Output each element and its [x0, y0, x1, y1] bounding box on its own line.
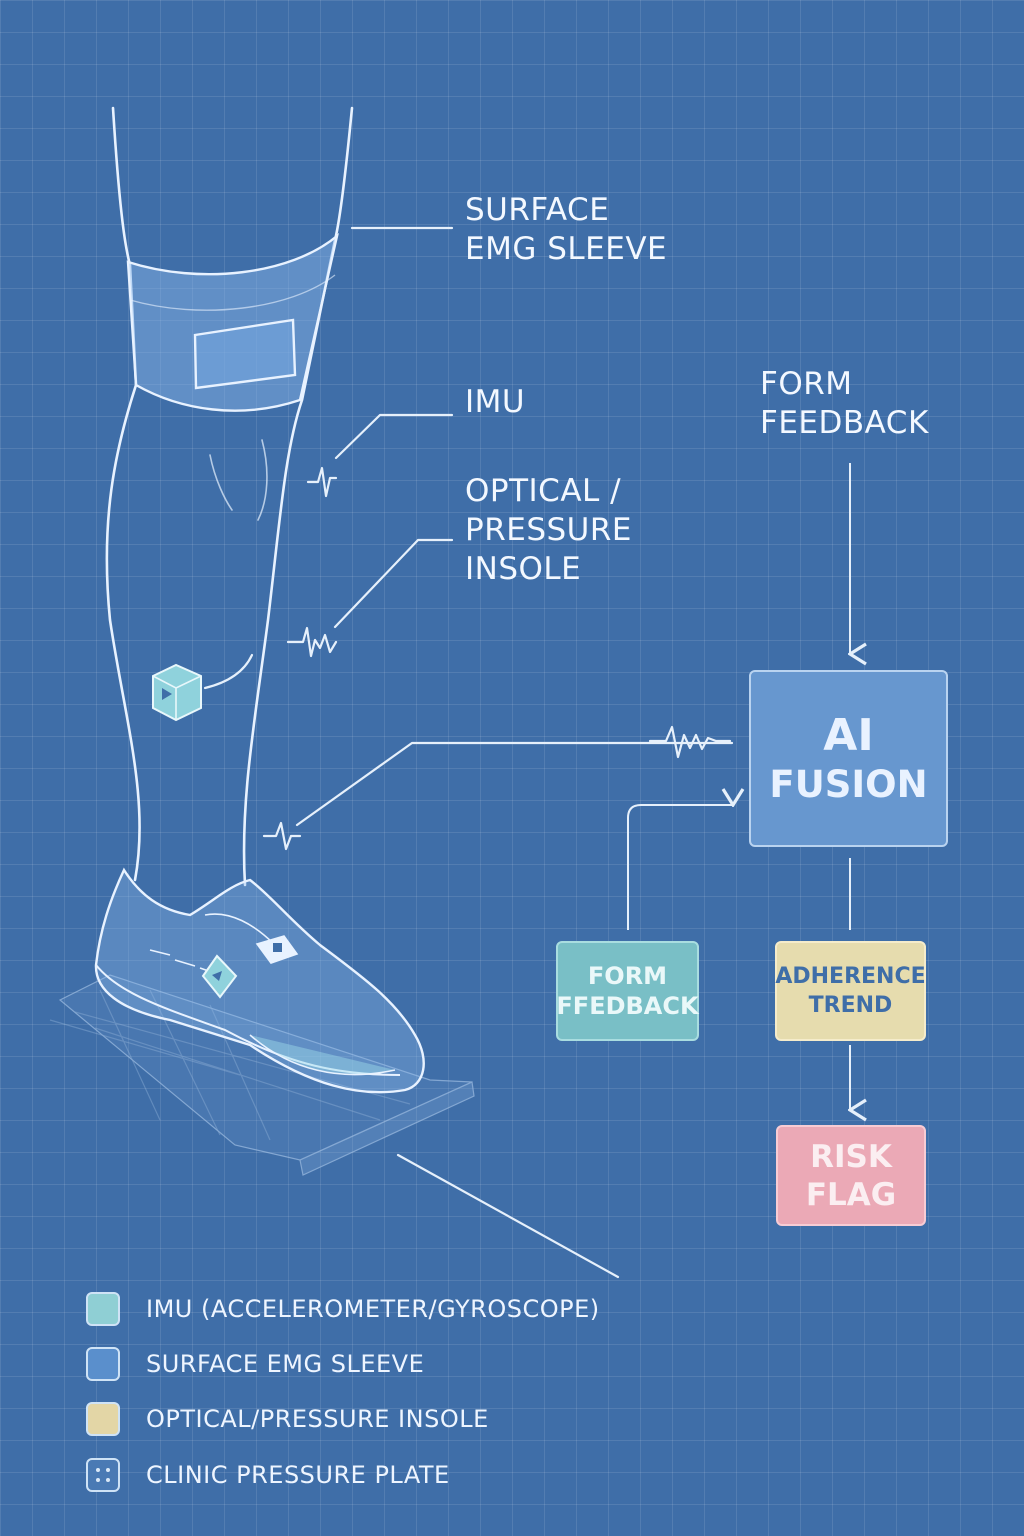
label-surface-emg-sleeve: SURFACE EMG SLEEVE: [465, 192, 668, 267]
imu-swatch: [86, 1292, 120, 1326]
emg-sleeve-band: [126, 232, 339, 412]
legend-item-insole: OPTICAL/PRESSURE INSOLE: [86, 1400, 489, 1438]
leg-outline: [105, 106, 354, 887]
pressure-plate: [49, 974, 475, 1176]
insole-swatch: [86, 1402, 120, 1436]
adherence-trend-box: ADHERENCE TREND: [775, 941, 926, 1041]
legend-item-imu: IMU (ACCELEROMETER/GYROSCOPE): [86, 1290, 600, 1328]
label-optical-pressure-insole: OPTICAL / PRESSURE INSOLE: [465, 473, 632, 587]
label-imu: IMU: [465, 384, 526, 420]
legend-item-pressure-plate: CLINIC PRESSURE PLATE: [86, 1456, 450, 1494]
flow-arrows: [627, 463, 850, 1110]
leader-lines: [203, 226, 734, 1279]
shoe: [94, 867, 425, 1094]
label-form-feedback-top: FORM FEEDBACK: [760, 366, 929, 441]
pressure-plate-swatch: [86, 1458, 120, 1492]
emg-sleeve-swatch: [86, 1347, 120, 1381]
form-feedback-box: FORM FFEDBACK: [556, 941, 699, 1041]
imu-cube: [152, 663, 202, 722]
risk-flag-box: RISK FLAG: [776, 1125, 926, 1226]
ai-fusion-box: AI FUSION: [749, 670, 948, 847]
legend-item-emg-sleeve: SURFACE EMG SLEEVE: [86, 1345, 424, 1383]
